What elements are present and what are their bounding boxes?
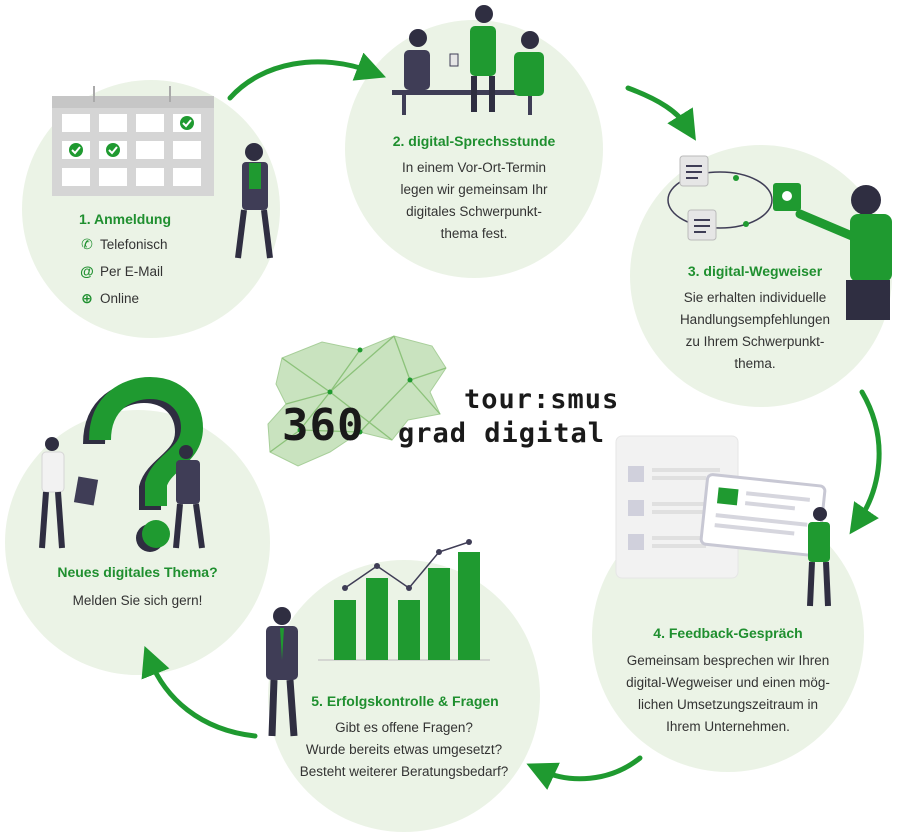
- contact-online-label: Online: [100, 291, 140, 306]
- meeting-illustration: [392, 5, 544, 115]
- globe-icon: ⊕: [81, 290, 93, 306]
- step-5-line: Besteht weiterer Beratungsbedarf?: [299, 764, 509, 779]
- arrow-1-to-2: [227, 52, 387, 101]
- step-5-line: Wurde bereits etwas umgesetzt?: [305, 742, 503, 757]
- contact-phone-label: Telefonisch: [100, 237, 168, 252]
- at-icon: @: [80, 263, 94, 279]
- step-6-text: Melden Sie sich gern!: [30, 590, 245, 612]
- calendar-illustration: [52, 86, 214, 196]
- step-2-line: thema fest.: [440, 226, 508, 241]
- person-woman-dark-illustration: [173, 445, 205, 549]
- step-3-title: 3. digital-Wegweiser: [687, 263, 823, 279]
- step-4-line: Ihrem Unternehmen.: [666, 719, 790, 734]
- bar-chart-illustration: [318, 539, 490, 661]
- contact-email: @ Per E-Mail: [80, 263, 163, 279]
- person-woman-illustration: [235, 143, 273, 259]
- step-4-title: 4. Feedback-Gespräch: [653, 625, 803, 641]
- step-3-circle: [630, 145, 892, 407]
- step-5-text: Gibt es offene Fragen? Wurde bereits etw…: [284, 717, 524, 783]
- phone-icon: ✆: [81, 236, 93, 252]
- arrow-2-to-3: [625, 85, 696, 141]
- person-businessman-illustration: [266, 607, 298, 737]
- step-3-text: Sie erhalten individuelle Handlungsempfe…: [645, 287, 865, 375]
- step-3-line: thema.: [734, 356, 776, 371]
- saxony-map-illustration: [267, 335, 447, 467]
- person-woman-green-illustration: [795, 185, 892, 320]
- step-3-line: zu Ihrem Schwerpunkt-: [685, 334, 825, 349]
- person-man-folder-illustration: [39, 437, 99, 549]
- step-6-title: Neues digitales Thema?: [57, 564, 218, 580]
- step-5-title: 5. Erfolgskontrolle & Fragen: [311, 693, 499, 709]
- contact-phone: ✆ Telefonisch: [80, 236, 168, 253]
- step-4-line: Gemeinsam besprechen wir Ihren: [626, 653, 830, 668]
- step-2-line: digitales Schwerpunkt-: [406, 204, 542, 219]
- feedback-illustration: [615, 435, 831, 607]
- logo-line-2: grad digital: [398, 418, 606, 449]
- contact-online: ⊕ Online: [80, 290, 139, 307]
- step-3-line: Handlungsempfehlungen: [679, 312, 831, 327]
- logo-number: 360: [282, 400, 365, 451]
- step-2-line: In einem Vor-Ort-Termin: [401, 160, 547, 175]
- step-2-title: 2. digital-Sprechsstunde: [392, 133, 556, 149]
- logo-line-1: tour:smus: [464, 384, 620, 415]
- step-2-text: In einem Vor-Ort-Termin legen wir gemein…: [364, 157, 584, 245]
- step-4-line: digital-Wegweiser und einen mög-: [626, 675, 830, 690]
- step-4-text: Gemeinsam besprechen wir Ihren digital-W…: [600, 650, 856, 738]
- wegweiser-illustration: [667, 155, 801, 241]
- arrow-5-to-6: [141, 646, 258, 739]
- step-1-title: 1. Anmeldung: [78, 211, 172, 227]
- step-2-line: legen wir gemeinsam Ihr: [400, 182, 548, 197]
- cycle-arrows: [141, 52, 882, 790]
- question-mark-illustration: [83, 376, 204, 552]
- step-5-line: Gibt es offene Fragen?: [335, 720, 473, 735]
- contact-email-label: Per E-Mail: [100, 263, 164, 279]
- step-4-line: lichen Umsetzungszeitraum in: [637, 697, 819, 712]
- arrow-4-to-5: [526, 755, 643, 790]
- step-6-line: Melden Sie sich gern!: [72, 593, 203, 608]
- arrow-3-to-4: [849, 389, 882, 535]
- step-3-line: Sie erhalten individuelle: [683, 290, 827, 305]
